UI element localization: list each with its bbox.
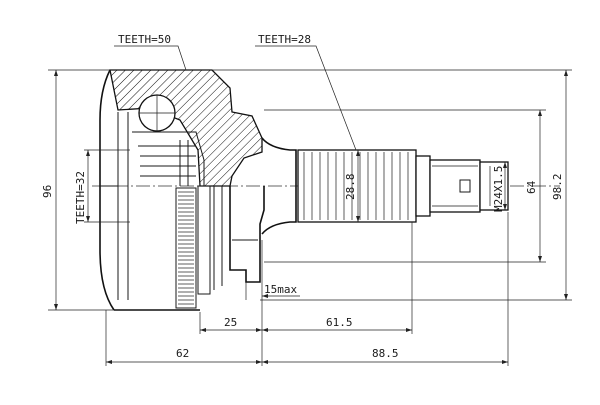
dimension-arrows: [54, 70, 568, 364]
groove-label: 15max: [264, 283, 297, 296]
dim-88-5-label: 88.5: [372, 347, 399, 360]
dim-64-label: 64: [525, 180, 538, 194]
dimension-lines: [48, 45, 572, 366]
thread-label: M24X1.5: [492, 166, 505, 212]
teeth-outer-label: TEETH=50: [118, 33, 171, 46]
dim-61-5-label: 61.5: [326, 316, 353, 329]
dim-25-label: 25: [224, 316, 237, 329]
spline-diameter-label: 28.8: [344, 174, 357, 201]
stub-shaft: [261, 137, 509, 235]
dim-98-2-label: 98.2: [551, 174, 564, 201]
abs-tone-ring: [175, 187, 197, 309]
teeth-shaft-label: TEETH=28: [258, 33, 311, 46]
dim-96-label: 96: [41, 185, 54, 198]
ball-cage: [132, 94, 205, 186]
joint-body: [197, 185, 265, 295]
dim-62-label: 62: [176, 347, 189, 360]
teeth-inner-label: TEETH=32: [74, 171, 87, 224]
bell-housing: [99, 69, 263, 311]
